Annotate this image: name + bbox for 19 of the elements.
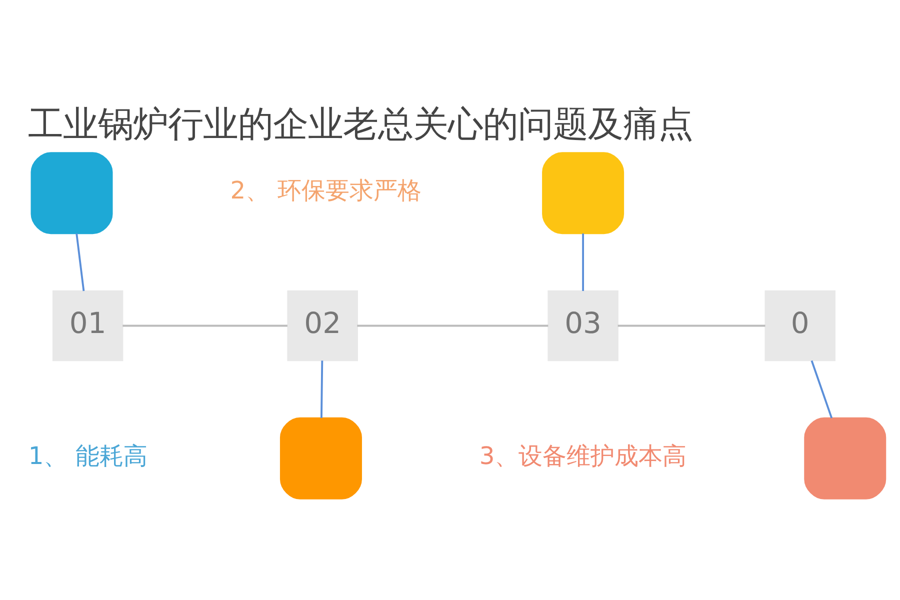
connector <box>810 360 833 418</box>
node-box: 03 <box>548 290 618 362</box>
connector <box>76 233 85 292</box>
label: 2、 环保要求严格 <box>230 176 422 205</box>
connector <box>320 360 324 418</box>
connector <box>357 324 548 327</box>
node-box <box>804 417 886 500</box>
node-box <box>30 152 113 234</box>
label: 1、 能耗高 <box>28 442 148 470</box>
node-box: 01 <box>52 290 124 362</box>
node-box <box>280 417 362 500</box>
connector <box>122 324 288 327</box>
node-box: 0 <box>764 290 836 362</box>
node-box <box>542 152 624 234</box>
node-box: 02 <box>287 290 358 362</box>
diagram-title: 工业锅炉行业的企业老总关心的问题及痛点 <box>28 104 693 146</box>
connector <box>582 234 584 291</box>
connector <box>618 324 766 327</box>
label: 3、设备维护成本高 <box>479 442 687 470</box>
